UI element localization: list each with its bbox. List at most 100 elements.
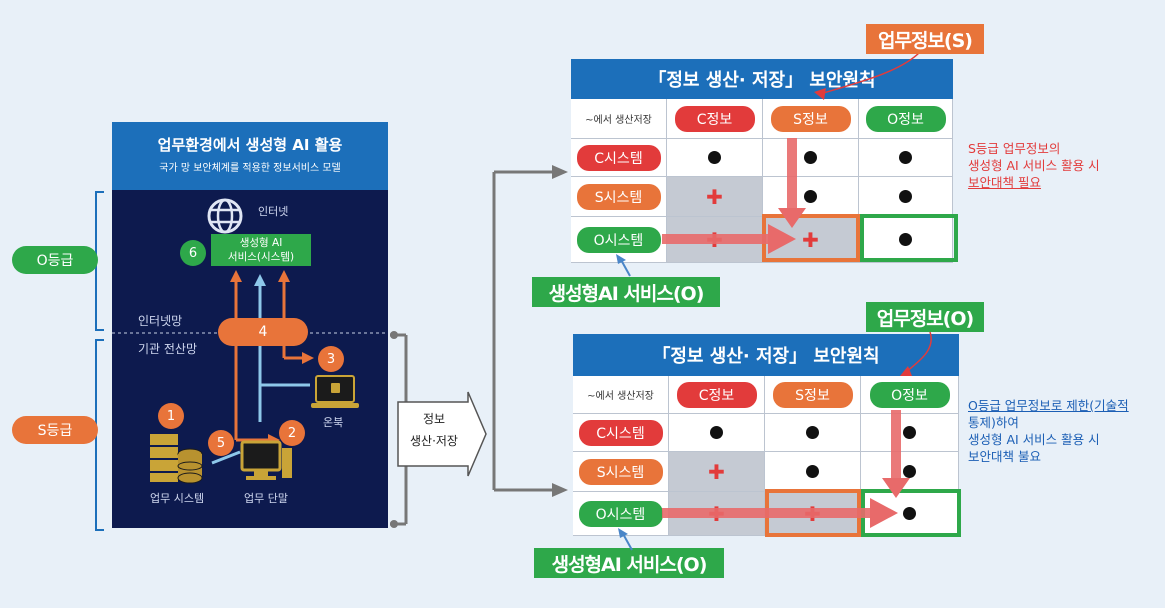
top-note-line2: 생성형 AI 서비스 활용 시: [968, 158, 1100, 173]
center-arrow-line2: 생산·저장: [410, 434, 458, 448]
internet-label: 인터넷: [258, 205, 289, 218]
top-row-header-c: C시스템: [571, 139, 667, 177]
top-cell-o-o: [859, 217, 953, 263]
top-flow-arrows: [662, 51, 921, 254]
top-table-title: 「정보 생산· 저장」 보안원칙: [571, 59, 953, 99]
bottom-cell-c-s: [765, 414, 861, 452]
left-panel-title: 업무환경에서 생성형 AI 활용: [157, 136, 343, 154]
bottom-corner-label: ~에서 생산저장: [573, 376, 669, 414]
globe-icon: [207, 198, 243, 234]
bottom-table-title: 「정보 생산· 저장」 보안원칙: [573, 334, 959, 376]
allowed-dot: [806, 426, 819, 439]
step-3-badge: 3: [318, 346, 344, 372]
laptop-icon: [311, 375, 359, 408]
internet-network-label: 인터넷망: [138, 314, 183, 328]
grade-brackets: [95, 191, 104, 531]
bottom-service-label: 생성형AI 서비스(O): [534, 548, 724, 578]
top-col-header-c: C정보: [667, 99, 763, 139]
gateway-bar: [218, 318, 308, 346]
o-grade-badge: O등급: [12, 246, 98, 274]
top-col-c-pill: C정보: [674, 105, 755, 132]
conditional-cross-icon: ✚: [708, 459, 725, 484]
left-panel-subtitle: 국가 망 보안체계를 적용한 정보서비스 모델: [159, 163, 341, 174]
conditional-cross-icon: ✚: [802, 227, 819, 252]
ai-service-box: 생성형 AI 서비스(시스템): [211, 234, 311, 266]
top-note-line1: S등급 업무정보의: [968, 141, 1061, 156]
top-col-o-pill: O정보: [865, 105, 946, 132]
ai-service-label-line2: 서비스(시스템): [227, 251, 295, 263]
top-row-c-pill: C시스템: [576, 144, 661, 171]
bottom-cell-s-c: ✚: [669, 452, 765, 492]
step-1-badge: 1: [158, 403, 184, 429]
step-6-badge: 6: [180, 240, 206, 266]
bottom-col-o-pill: O정보: [869, 381, 950, 408]
work-terminal-label: 업무 단말: [244, 492, 288, 505]
allowed-dot: [903, 507, 916, 520]
top-col-header-s: S정보: [763, 99, 859, 139]
top-callout-label: 업무정보(S): [866, 24, 984, 54]
center-arrow-line1: 정보: [422, 412, 446, 426]
top-col-s-pill: S정보: [770, 105, 851, 132]
top-note: S등급 업무정보의 생성형 AI 서비스 활용 시 보안대책 필요: [968, 140, 1100, 191]
top-col-header-o: O정보: [859, 99, 953, 139]
allowed-dot: [708, 151, 721, 164]
ai-service-label-line1: 생성형 AI: [239, 237, 283, 249]
bottom-note-line4: 보안대책 불요: [968, 449, 1041, 464]
bottom-flow-arrows: [662, 331, 932, 528]
conditional-cross-icon: ✚: [706, 184, 723, 209]
bottom-row-header-c: C시스템: [573, 414, 669, 452]
agency-network-label: 기관 전산망: [138, 342, 198, 356]
bottom-col-header-o: O정보: [861, 376, 959, 414]
bottom-col-header-c: C정보: [669, 376, 765, 414]
top-row-s-pill: S시스템: [576, 183, 661, 210]
center-arrow-label: 정보 생산·저장: [398, 408, 470, 452]
allowed-dot: [899, 151, 912, 164]
bottom-note: O등급 업무정보로 제한(기술적 통제)하여 생성형 AI 서비스 활용 시 보…: [968, 397, 1129, 465]
connector-arrows: [390, 165, 568, 528]
server-database-icon: [150, 434, 203, 484]
allowed-dot: [804, 151, 817, 164]
bottom-col-header-s: S정보: [765, 376, 861, 414]
allowed-dot: [899, 233, 912, 246]
onbook-label: 온북: [323, 416, 344, 429]
top-cell-c-s: [763, 139, 859, 177]
step-4-badge: 4: [258, 324, 268, 340]
top-row-header-s: S시스템: [571, 177, 667, 217]
bottom-row-header-o: O시스템: [573, 492, 669, 536]
bottom-cell-c-o: [861, 414, 959, 452]
bottom-row-header-s: S시스템: [573, 452, 669, 492]
bottom-col-c-pill: C정보: [676, 381, 757, 408]
bottom-row-s-pill: S시스템: [578, 458, 663, 485]
allowed-dot: [710, 426, 723, 439]
allowed-dot: [903, 465, 916, 478]
top-cell-c-c: [667, 139, 763, 177]
bottom-row-c-pill: C시스템: [578, 419, 663, 446]
top-service-pointer: [616, 254, 631, 277]
bottom-cell-c-c: [669, 414, 765, 452]
left-panel-header: 업무환경에서 생성형 AI 활용 국가 망 보안체계를 적용한 정보서비스 모델: [112, 122, 388, 190]
top-row-header-o: O시스템: [571, 217, 667, 263]
flow-lines: [112, 270, 388, 465]
step-2-badge: 2: [279, 420, 305, 446]
bottom-note-line1: O등급 업무정보로 제한(기술적: [968, 398, 1129, 413]
desktop-computer-icon: [240, 440, 292, 480]
top-note-line3: 보안대책 필요: [968, 175, 1041, 190]
top-row-o-pill: O시스템: [576, 226, 661, 253]
bottom-callout-label: 업무정보(O): [866, 302, 984, 332]
bottom-note-line3: 생성형 AI 서비스 활용 시: [968, 432, 1100, 447]
allowed-dot: [806, 465, 819, 478]
work-system-label: 업무 시스템: [150, 492, 205, 505]
allowed-dot: [903, 426, 916, 439]
allowed-dot: [899, 190, 912, 203]
s-grade-badge: S등급: [12, 416, 98, 444]
bottom-note-line2: 통제)하여: [968, 415, 1019, 430]
allowed-dot: [804, 190, 817, 203]
top-cell-c-o: [859, 139, 953, 177]
top-highlight-o-box: [860, 214, 958, 262]
bottom-row-o-pill: O시스템: [578, 500, 663, 527]
center-arrow-shape: [397, 391, 487, 477]
step-5-badge: 5: [208, 430, 234, 456]
top-corner-label: ~에서 생산저장: [571, 99, 667, 139]
bottom-col-s-pill: S정보: [772, 381, 853, 408]
top-service-label: 생성형AI 서비스(O): [532, 277, 720, 307]
